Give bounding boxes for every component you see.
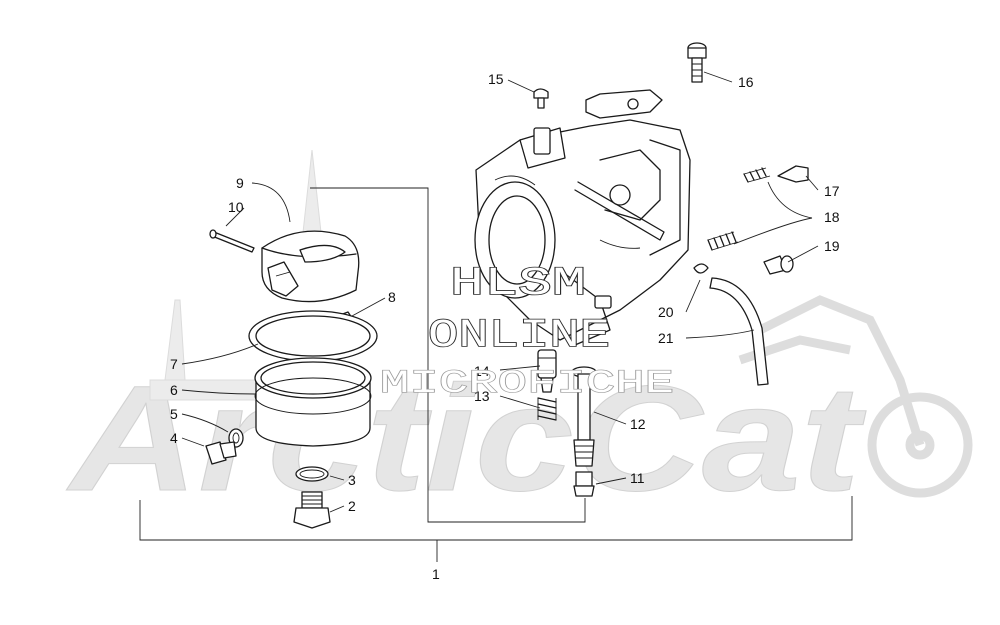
part-18-spring-lower: [707, 231, 739, 251]
part-10-float-pin: [209, 229, 255, 253]
assembly-bracket: [139, 187, 853, 562]
callout-18: 18: [824, 209, 840, 225]
callout-17: 17: [824, 183, 840, 199]
part-7-gasket: [248, 310, 378, 362]
callout-19: 19: [824, 238, 840, 254]
part-20-clip: [693, 263, 709, 274]
part-15-screw: [533, 88, 549, 109]
part-13-spring: [537, 397, 557, 421]
watermark-line-2: ONLINE: [428, 314, 610, 359]
callout-12: 12: [630, 416, 646, 432]
callout-8: 8: [388, 289, 396, 305]
callout-20: 20: [658, 304, 674, 320]
callout-1: 1: [432, 566, 440, 582]
background-logo-watermark: ArcticCat: [65, 149, 973, 523]
part-19-idle-screw: [763, 255, 794, 275]
callout-2: 2: [348, 498, 356, 514]
part-11-main-jet: [573, 471, 595, 497]
part-6-float-bowl: [254, 357, 372, 447]
part-17-pilot-screw: [777, 165, 809, 183]
hlsm-watermark: HLSM ONLINE MICROFICHE: [379, 261, 674, 402]
part-16-throttle-stop-screw: [687, 42, 707, 83]
callout-13: 13: [474, 388, 490, 404]
part-21-hose: [709, 277, 769, 386]
callout-3: 3: [348, 472, 356, 488]
part-12-needle-jet: [571, 366, 597, 467]
callout-10: 10: [228, 199, 244, 215]
callout-5: 5: [170, 406, 178, 422]
callout-6: 6: [170, 382, 178, 398]
leader-lines: [181, 71, 819, 513]
callout-14: 14: [474, 363, 490, 379]
callout-11: 11: [630, 470, 645, 486]
watermark-line-3: MICROFICHE: [380, 365, 674, 402]
callout-labels: 1 2 3 4 5 6 7 8 9 10 11 12 13 14 15 16 1…: [170, 71, 840, 582]
part-18-spring-upper: [743, 167, 771, 183]
part-3-o-ring: [295, 466, 329, 482]
callout-21: 21: [658, 330, 674, 346]
carburetor-body: [474, 89, 691, 346]
callout-15: 15: [488, 71, 504, 87]
callout-16: 16: [738, 74, 754, 90]
part-14-jet-needle: [537, 349, 557, 393]
part-2-drain-bolt: [293, 491, 331, 529]
part-4-drain-screw: [205, 441, 237, 465]
callout-9: 9: [236, 175, 244, 191]
part-9-float: [261, 230, 360, 303]
callout-7: 7: [170, 356, 178, 372]
callout-4: 4: [170, 430, 178, 446]
watermark-line-1: HLSM: [450, 262, 586, 307]
